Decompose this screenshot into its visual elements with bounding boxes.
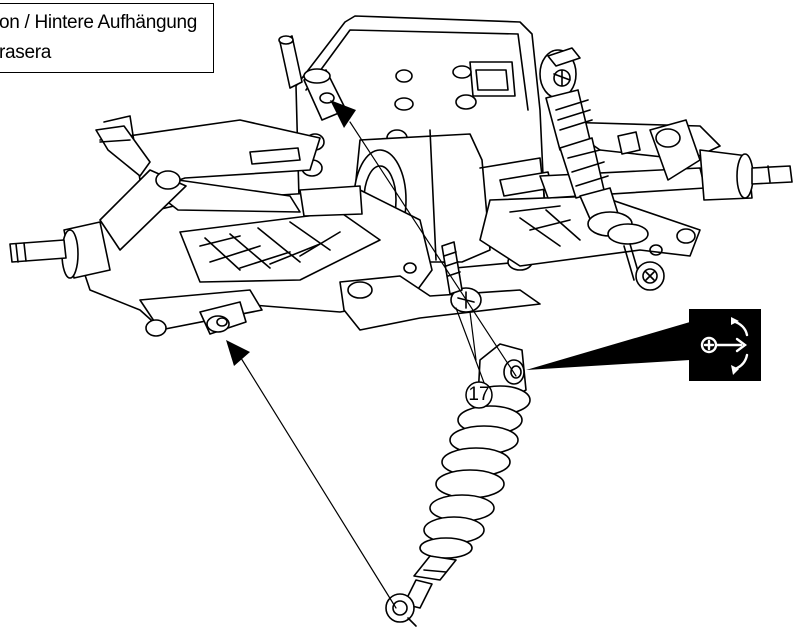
icon-pointer-wedge (526, 322, 690, 370)
caption-box: on / Hintere Aufhängung rasera (0, 3, 214, 73)
guide-arrow-heads (226, 100, 356, 366)
callout-17: 17 (464, 380, 494, 410)
left-hub-axle (9, 221, 111, 279)
callout-circle-icon (465, 381, 493, 409)
loose-shock-absorber (385, 343, 531, 627)
assembly-guide-lines (235, 121, 517, 609)
left-shock-tower (95, 125, 151, 177)
callout-number: 17 (468, 384, 490, 405)
left-camber-link (99, 169, 363, 251)
right-camber-link (617, 119, 701, 181)
caption-line-1: on / Hintere Aufhängung (0, 12, 198, 33)
callout-leader-17 (455, 307, 487, 389)
adjust-wrench-icon (700, 317, 749, 375)
left-lower-mounts (139, 289, 263, 337)
installed-shock-absorber (539, 47, 665, 291)
caption-line-2: rasera (0, 42, 52, 63)
shock-preload-adjust-icon (689, 309, 761, 381)
right-hub-axle (699, 149, 793, 201)
